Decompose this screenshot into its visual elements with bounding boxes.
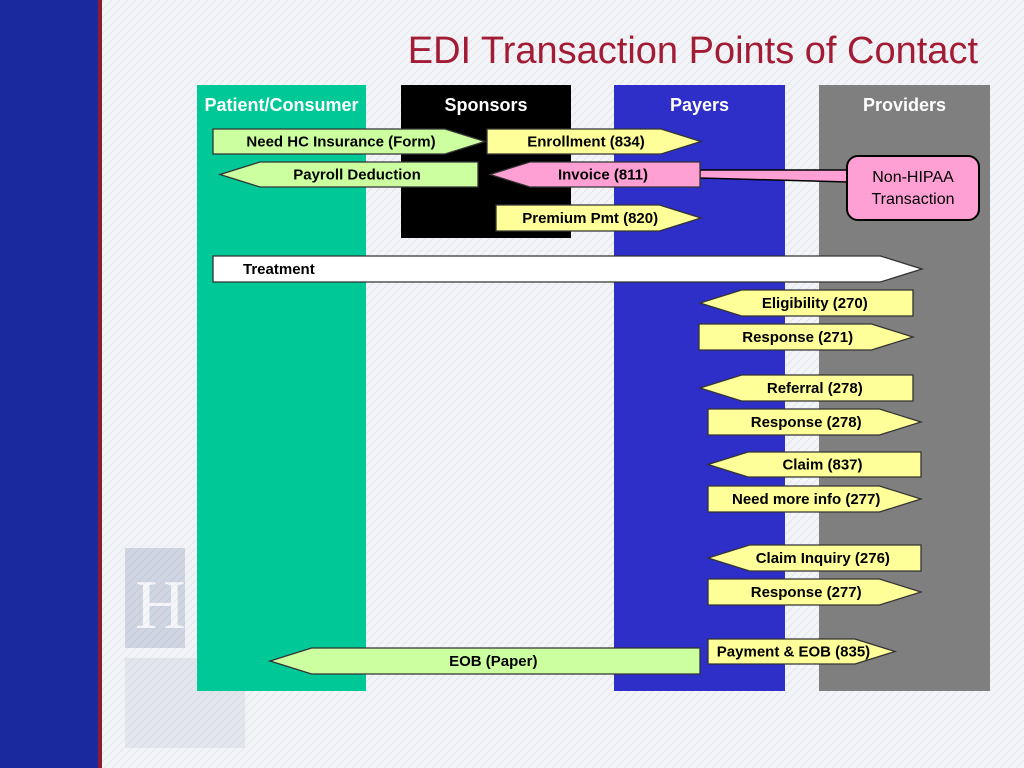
- transaction-arrow: Response (277): [707, 578, 924, 606]
- transaction-arrow: Payroll Deduction: [217, 161, 479, 188]
- transaction-arrow: Response (271): [698, 323, 916, 351]
- logo-watermark: H: [125, 548, 245, 748]
- transaction-arrow-shape: [707, 408, 924, 436]
- transaction-arrow: Payment & EOB (835): [707, 638, 898, 665]
- transaction-arrow-shape: [705, 451, 922, 478]
- transaction-label: Need more info (277): [732, 491, 880, 508]
- transaction-arrow-shape: [707, 578, 924, 606]
- transaction-arrow-shape: [707, 638, 898, 665]
- transaction-arrow: Referral (278): [697, 374, 914, 402]
- transaction-arrow-shape: [487, 161, 701, 188]
- transaction-arrow: Invoice (811): [487, 161, 701, 188]
- transaction-label: Enrollment (834): [527, 134, 645, 151]
- transaction-arrow: Eligibility (270): [697, 289, 914, 317]
- transaction-arrow: Need more info (277): [707, 485, 924, 513]
- transaction-arrow: Treatment: [212, 255, 925, 283]
- transaction-label: Payment & EOB (835): [717, 644, 870, 661]
- slide-title: EDI Transaction Points of Contact: [407, 30, 978, 72]
- column-header-patient-consumer: Patient/Consumer: [204, 95, 359, 115]
- transaction-arrow-shape: [707, 485, 924, 513]
- transaction-arrow: EOB (Paper): [267, 647, 701, 675]
- transaction-arrow-shape: [212, 255, 925, 283]
- transaction-label: Response (278): [751, 414, 862, 431]
- transaction-arrow-shape: [486, 128, 704, 155]
- transaction-label: Premium Pmt (820): [522, 210, 658, 227]
- transaction-arrow-shape: [705, 544, 922, 572]
- non-hipaa-callout: Non-HIPAA Transaction: [846, 155, 980, 221]
- transaction-arrow-shape: [697, 289, 914, 317]
- column-header-payers: Payers: [669, 95, 730, 115]
- transaction-arrow-shape: [217, 161, 479, 188]
- transaction-arrow: Premium Pmt (820): [495, 204, 704, 232]
- left-sidebar-band: [0, 0, 102, 768]
- transaction-arrow: Need HC Insurance (Form): [212, 128, 488, 155]
- transaction-arrow: Response (278): [707, 408, 924, 436]
- transaction-arrow-shape: [698, 323, 916, 351]
- callout-pointer: [699, 169, 849, 183]
- transaction-label: Payroll Deduction: [293, 167, 421, 184]
- transaction-arrow: Claim Inquiry (276): [705, 544, 922, 572]
- transaction-label: Response (271): [742, 329, 853, 346]
- transaction-arrow: Enrollment (834): [486, 128, 704, 155]
- transaction-label: Claim (837): [782, 457, 862, 474]
- transaction-arrow-shape: [267, 647, 701, 675]
- column-header-sponsors: Sponsors: [444, 95, 528, 115]
- transaction-arrow: Claim (837): [705, 451, 922, 478]
- transaction-label: Referral (278): [767, 380, 863, 397]
- transaction-label: EOB (Paper): [449, 653, 537, 670]
- transaction-arrow-shape: [495, 204, 704, 232]
- transaction-label: Eligibility (270): [762, 295, 868, 312]
- transaction-label: Invoice (811): [558, 167, 648, 184]
- svg-text:H: H: [135, 567, 186, 644]
- column-header-providers: Providers: [862, 95, 947, 115]
- transaction-arrow-shape: [697, 374, 914, 402]
- transaction-label: Claim Inquiry (276): [756, 550, 890, 567]
- transaction-label: Need HC Insurance (Form): [246, 134, 435, 151]
- transaction-label: Response (277): [751, 584, 862, 601]
- transaction-label: Treatment: [243, 261, 315, 278]
- transaction-arrow-shape: [212, 128, 488, 155]
